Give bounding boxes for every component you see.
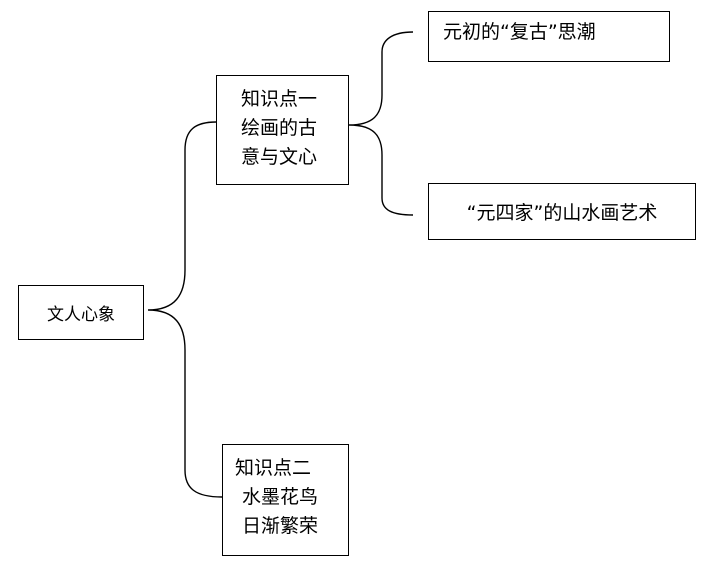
subtopic-1-label: 元初的“复古”思潮 <box>443 21 596 43</box>
knowledge-point-1-line-1: 知识点一 <box>241 88 318 110</box>
knowledge-point-2-line-1: 知识点二 <box>235 457 312 479</box>
subtopic-2-box: “元四家”的山水画艺术 <box>428 183 696 240</box>
subtopic-2-label: “元四家”的山水画艺术 <box>466 202 658 224</box>
knowledge-point-1-line-2: 绘画的古 <box>241 117 318 139</box>
connector-point1-to-subtopics <box>348 31 414 216</box>
root-topic-label: 文人心象 <box>47 305 115 325</box>
connector-root-to-knowledge-points <box>147 121 223 498</box>
knowledge-point-2-box: 知识点二 水墨花鸟 日渐繁荣 <box>222 444 349 556</box>
knowledge-point-1-line-3: 意与文心 <box>241 146 318 168</box>
root-topic-box: 文人心象 <box>18 285 144 340</box>
knowledge-point-1-box: 知识点一 绘画的古 意与文心 <box>216 75 349 185</box>
knowledge-point-2-line-3: 日渐繁荣 <box>242 515 319 537</box>
subtopic-1-box: 元初的“复古”思潮 <box>428 11 670 62</box>
knowledge-point-2-line-2: 水墨花鸟 <box>242 486 319 508</box>
